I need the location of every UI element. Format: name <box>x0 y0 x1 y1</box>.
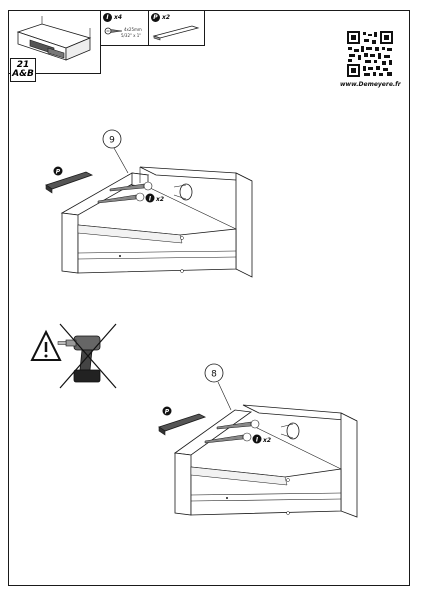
drawer-assembly-figure-top: 9 I x2 P <box>45 129 253 278</box>
screw-badge-letter: I <box>149 196 152 203</box>
panel-badge-letter: P <box>165 409 170 416</box>
step-number: 21 <box>16 60 30 70</box>
screw-badge-qty: x2 <box>262 437 271 444</box>
drill-icon <box>57 335 101 383</box>
screw-icon <box>104 27 123 35</box>
callout-number: 9 <box>109 136 115 146</box>
handle-strip <box>45 171 94 190</box>
screw-badge-qty: x2 <box>155 196 164 203</box>
screw-badge <box>145 193 155 203</box>
page-frame <box>8 10 410 586</box>
screw-badge <box>252 434 262 444</box>
website-url: www.Demeyere.fr <box>340 81 401 88</box>
panel-badge <box>162 406 172 416</box>
callout-circle <box>204 363 224 383</box>
panel-badge-letter: P <box>56 169 61 176</box>
handle-part-badge: P <box>151 13 160 22</box>
callout-number: 8 <box>211 370 217 380</box>
overview-drawing <box>16 16 92 61</box>
qr-code <box>346 30 394 78</box>
screw-spec-imperial: 5/32" x 1" <box>121 33 142 38</box>
screw-part-badge: I <box>103 13 112 22</box>
parts-list <box>101 10 205 46</box>
parts-divider <box>148 10 149 46</box>
overview-thumbnail <box>8 10 101 74</box>
no-power-drill-warning <box>30 323 117 389</box>
handle-strip-icon <box>152 25 200 41</box>
handle-quantity: x2 <box>162 14 171 21</box>
screw-quantity: x4 <box>114 14 123 21</box>
panel-badge <box>53 166 63 176</box>
screw-badge-letter: I <box>256 437 259 444</box>
callout-circle <box>102 129 122 149</box>
step-label: 21 A&B <box>10 58 36 82</box>
handle-strip <box>158 413 207 432</box>
screw-spec-metric: 4x25mm <box>124 27 142 32</box>
step-variant: A&B <box>12 69 34 79</box>
drawer-assembly-figure-bottom: 8 I x2 P <box>158 363 358 518</box>
